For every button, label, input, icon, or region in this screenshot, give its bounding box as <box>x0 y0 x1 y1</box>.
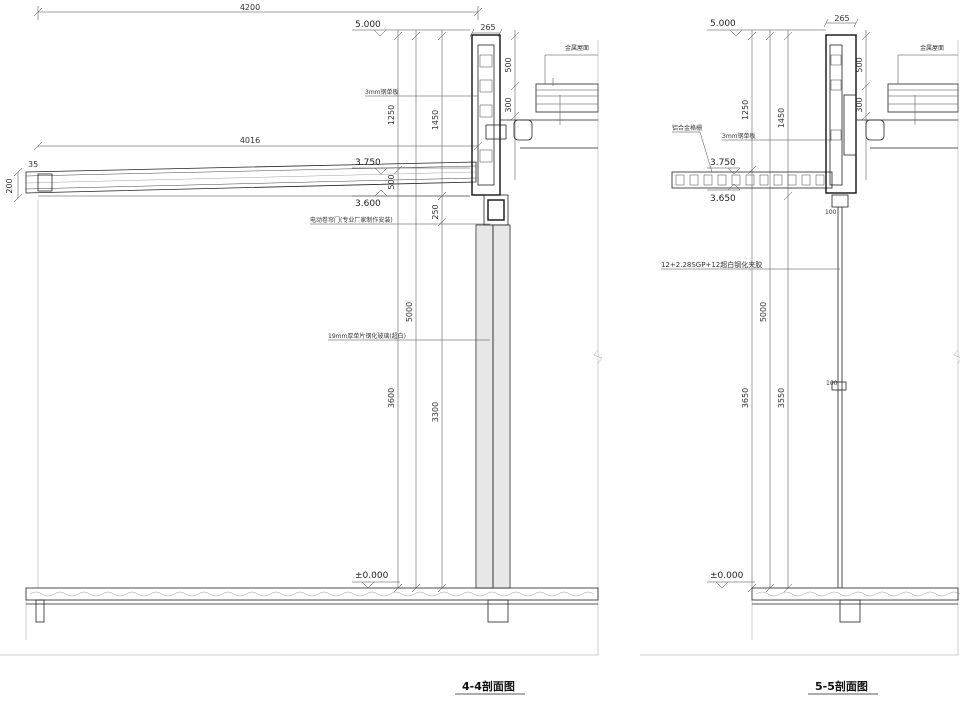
vertical-dimension-lines <box>393 30 520 593</box>
floor-slab-left <box>25 587 599 640</box>
dim-500-right-label: 500 <box>855 57 864 72</box>
elev-3600-label: 3.600 <box>355 199 381 209</box>
elev-3750-right-label: 3.750 <box>710 158 736 168</box>
elev-top: 5.000 <box>352 20 470 37</box>
dim-4016-label: 4016 <box>240 136 260 145</box>
dim-35-label: 35 <box>28 160 38 169</box>
dim-265-label: 265 <box>480 23 495 32</box>
elev-5000-label: 5.000 <box>355 20 381 30</box>
dim-200-label: 200 <box>5 178 14 193</box>
note-glass: 19mm厚单片钢化玻璃(超白) <box>328 332 406 340</box>
dim-canopy-width: 4016 <box>33 136 483 151</box>
note-laminated-glass: 12+2.28SGP+12超白钢化夹胶 <box>661 260 762 269</box>
dim-265-right-label: 265 <box>834 14 849 23</box>
dim-3550-label: 3550 <box>777 388 786 408</box>
dim-3600-label: 3600 <box>387 388 396 408</box>
dim-300-right-label: 300 <box>855 97 864 112</box>
door-slats <box>477 226 509 587</box>
section-title-5-5: 5-5剖面图 <box>815 679 868 693</box>
louver-blade <box>773 174 783 186</box>
louver-blade <box>787 174 797 186</box>
elev-ground-right: ±0.000 <box>707 571 755 589</box>
note-steel-plate-right: 3mm钢单板 <box>722 132 756 140</box>
roof-edge: 金属屋面 <box>500 44 599 149</box>
note-metal-roof-right: 金属屋面 <box>920 44 944 52</box>
floor-slab-right <box>751 587 960 640</box>
note-steel-plate: 3mm钢单板 <box>365 88 399 96</box>
elev-ground-left: ±0.000 <box>352 571 400 589</box>
note-metal-roof: 金属屋面 <box>565 44 589 52</box>
section-title-4-4: 4-4剖面图 <box>462 679 515 693</box>
roof-edge-right: 金属屋面 <box>856 44 959 149</box>
elev-000-label: ±0.000 <box>355 571 389 581</box>
canopy <box>25 161 477 588</box>
dim-4200-label: 4200 <box>240 3 260 12</box>
elev-3750-label: 3.750 <box>355 158 381 168</box>
dim-mullion-right: 265 <box>823 14 859 28</box>
louver-blade <box>717 174 727 186</box>
elev-000-right-label: ±0.000 <box>710 571 744 581</box>
louver-blade <box>689 174 699 186</box>
dim-3300-label: 3300 <box>431 402 440 422</box>
louver-blade <box>703 174 713 186</box>
louver-blade <box>759 174 769 186</box>
elev-3650-label: 3.650 <box>710 194 736 204</box>
dim-5000-label: 5000 <box>405 302 414 322</box>
note-rolling-door: 电动卷帘门(专业厂家制作安装) <box>310 216 393 224</box>
louver-blade <box>731 174 741 186</box>
elev-top-right: 5.000 <box>707 19 826 37</box>
dim-1450-right-label: 1450 <box>777 108 786 128</box>
elev-5000-right-label: 5.000 <box>710 19 736 29</box>
glass-rolling-door <box>475 224 511 589</box>
note-louver: 铝合金格栅 <box>672 124 702 132</box>
frame-dim-100-label: 100 <box>825 209 837 216</box>
section-4-4: 4200 265 5.000 <box>0 3 603 695</box>
louver-blade <box>801 174 811 186</box>
dim-1250-right-label: 1250 <box>741 100 750 120</box>
louver-blade <box>815 174 825 186</box>
mullion-column-right: 100 100 <box>825 34 857 588</box>
dim-300-label: 300 <box>504 97 513 112</box>
louver-cells <box>675 174 825 186</box>
mullion-column <box>471 34 509 226</box>
dim-500-top-label: 500 <box>504 57 513 72</box>
louver-blade <box>675 174 685 186</box>
section-5-5: 265 5.000 1250 1450 500 300 <box>640 14 960 695</box>
elev-canopy: 3.750 3.600 <box>352 158 470 209</box>
aluminum-louver <box>671 171 833 189</box>
dim-1450-label: 1450 <box>431 110 440 130</box>
dim-500-side-label: 500 <box>387 174 396 189</box>
dim-250-label: 250 <box>431 204 440 219</box>
dim-total-width: 4200 <box>33 3 483 20</box>
elev-louver: 3.750 3.650 <box>707 158 741 204</box>
dim-5000-right-label: 5000 <box>759 302 768 322</box>
dim-1250-label: 1250 <box>387 105 396 125</box>
frame-dim-100b-label: 100 <box>826 380 838 387</box>
dim-3650-label: 3650 <box>741 388 750 408</box>
louver-blade <box>745 174 755 186</box>
